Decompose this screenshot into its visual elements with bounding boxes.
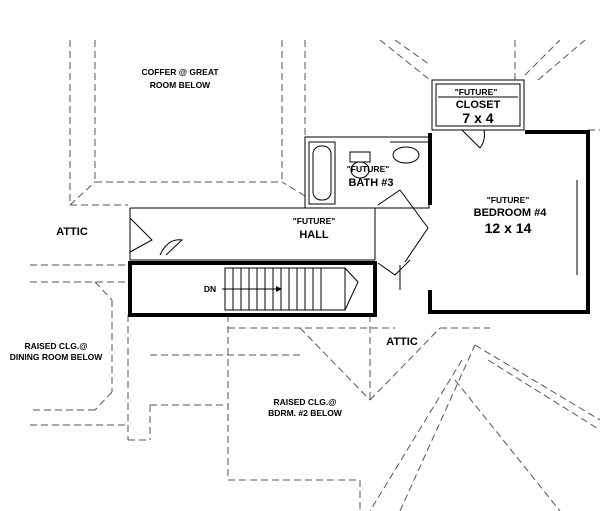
dining-label-line1: RAISED CLG.@ (24, 341, 87, 351)
bedroom-name: BEDROOM #4 (474, 207, 548, 219)
room-labels: COFFER @ GREAT ROOM BELOW "FUTURE" CLOSE… (10, 67, 548, 418)
roof-lines (30, 39, 600, 511)
bath-future-label: "FUTURE" (347, 164, 390, 174)
exterior-walls (128, 130, 590, 317)
bath-name: BATH #3 (348, 177, 393, 189)
stair-dn-label: DN (204, 284, 216, 294)
coffer-label-line2: ROOM BELOW (150, 80, 211, 90)
bdrm2-label-line2: BDRM. #2 BELOW (268, 408, 343, 418)
dining-label-line2: DINING ROOM BELOW (10, 352, 104, 362)
thin-walls (129, 79, 578, 290)
attic-right-label: ATTIC (386, 336, 418, 348)
hall-name: HALL (299, 229, 329, 241)
coffer-label-line1: COFFER @ GREAT (141, 67, 219, 77)
closet-future-label: "FUTURE" (455, 87, 498, 97)
attic-left-label: ATTIC (56, 226, 88, 238)
closet-size: 7 x 4 (462, 110, 493, 126)
bedroom-size: 12 x 14 (485, 220, 532, 236)
stair (222, 267, 359, 311)
hall-future-label: "FUTURE" (293, 216, 336, 226)
stair-arrow-icon (276, 286, 282, 292)
bdrm2-label-line1: RAISED CLG.@ (273, 397, 336, 407)
closet-name: CLOSET (456, 99, 501, 111)
bedroom-future-label: "FUTURE" (487, 195, 530, 205)
